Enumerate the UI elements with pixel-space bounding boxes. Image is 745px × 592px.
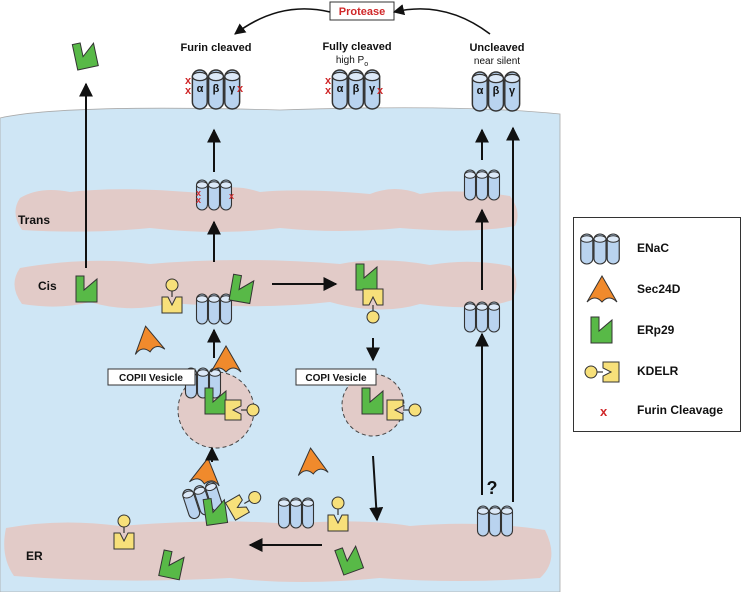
enac-icon (580, 232, 628, 266)
unknown-pathway-mark: ? (487, 478, 498, 498)
furin-cleavage-mark: x (325, 75, 332, 87)
legend-row-sec24d: Sec24D (574, 273, 742, 307)
subunit-alpha: α (337, 83, 344, 95)
furin-cleavage-mark: x (377, 85, 384, 97)
fully-cleaved-sublabel: high Po (336, 55, 368, 68)
kdelr-icon (584, 361, 620, 383)
copii-label-box (107, 368, 196, 386)
copii-label: COPII Vesicle (119, 373, 183, 384)
legend-row-erp29: ERp29 (574, 314, 742, 348)
subunit-beta: β (493, 85, 500, 97)
protease-arc-right (392, 4, 491, 35)
erp29-icon (590, 316, 613, 344)
furin-cleavage-mark: x (185, 75, 192, 87)
copi-label: COPI Vesicle (305, 373, 367, 384)
furin-cleavage-mark: x (237, 83, 244, 95)
enac-er-mid (279, 498, 314, 528)
cis-golgi (14, 260, 517, 310)
subunit-beta: β (353, 83, 360, 95)
furin-cleavage-icon: x (600, 404, 608, 419)
arrow-copi-to-er (369, 455, 384, 522)
legend-label-sec24d: Sec24D (637, 282, 681, 296)
trans-golgi (15, 187, 518, 232)
legend-row-enac: ENaC (574, 232, 742, 266)
subunit-gamma: γ (509, 85, 516, 97)
enac-trans-golgi (197, 180, 232, 210)
cis-label: Cis (38, 279, 57, 293)
er-membrane (4, 521, 552, 582)
uncleaved-sublabel: near silent (474, 56, 520, 67)
enac-er-exit (478, 506, 513, 536)
copi-label-box (295, 368, 377, 386)
legend-row-kdelr: KDELR (574, 355, 742, 389)
furin-cleavage-mark: x (325, 85, 332, 97)
subunit-beta: β (213, 83, 220, 95)
legend-label-enac: ENaC (637, 241, 670, 255)
legend-label-erp29: ERp29 (637, 323, 675, 337)
legend: ENaC Sec24D ERp29 KDELR x Furin Cleavage (573, 217, 741, 432)
protease-label: Protease (339, 6, 385, 18)
uncleaved-label: Uncleaved (469, 42, 524, 54)
legend-label-furin: Furin Cleavage (637, 403, 724, 417)
furin-cleavage-mark: x (229, 191, 234, 201)
enac-right-cis (465, 302, 500, 332)
furin-cleavage-mark: x (185, 85, 192, 97)
enac-right-trans (465, 170, 500, 200)
subunit-gamma: γ (229, 83, 236, 95)
subunit-gamma: γ (369, 83, 376, 95)
erp29-released (71, 39, 99, 71)
legend-label-kdelr: KDELR (637, 364, 679, 378)
subunit-alpha: α (197, 83, 204, 95)
subunit-alpha: α (477, 85, 484, 97)
er-label: ER (26, 549, 43, 563)
svg-text:x: x (600, 404, 608, 419)
trans-label: Trans (18, 213, 50, 227)
furin-cleaved-label: Furin cleaved (181, 42, 252, 54)
furin-cleavage-mark: x (196, 195, 201, 205)
fully-cleaved-label: Fully cleaved (322, 41, 391, 53)
protease-arc-left (234, 8, 331, 35)
sec24d-icon (586, 275, 618, 303)
legend-row-furin: x Furin Cleavage (574, 394, 742, 428)
furin-cleavage-mark: x (196, 188, 201, 198)
enac-cis-golgi (197, 294, 232, 324)
